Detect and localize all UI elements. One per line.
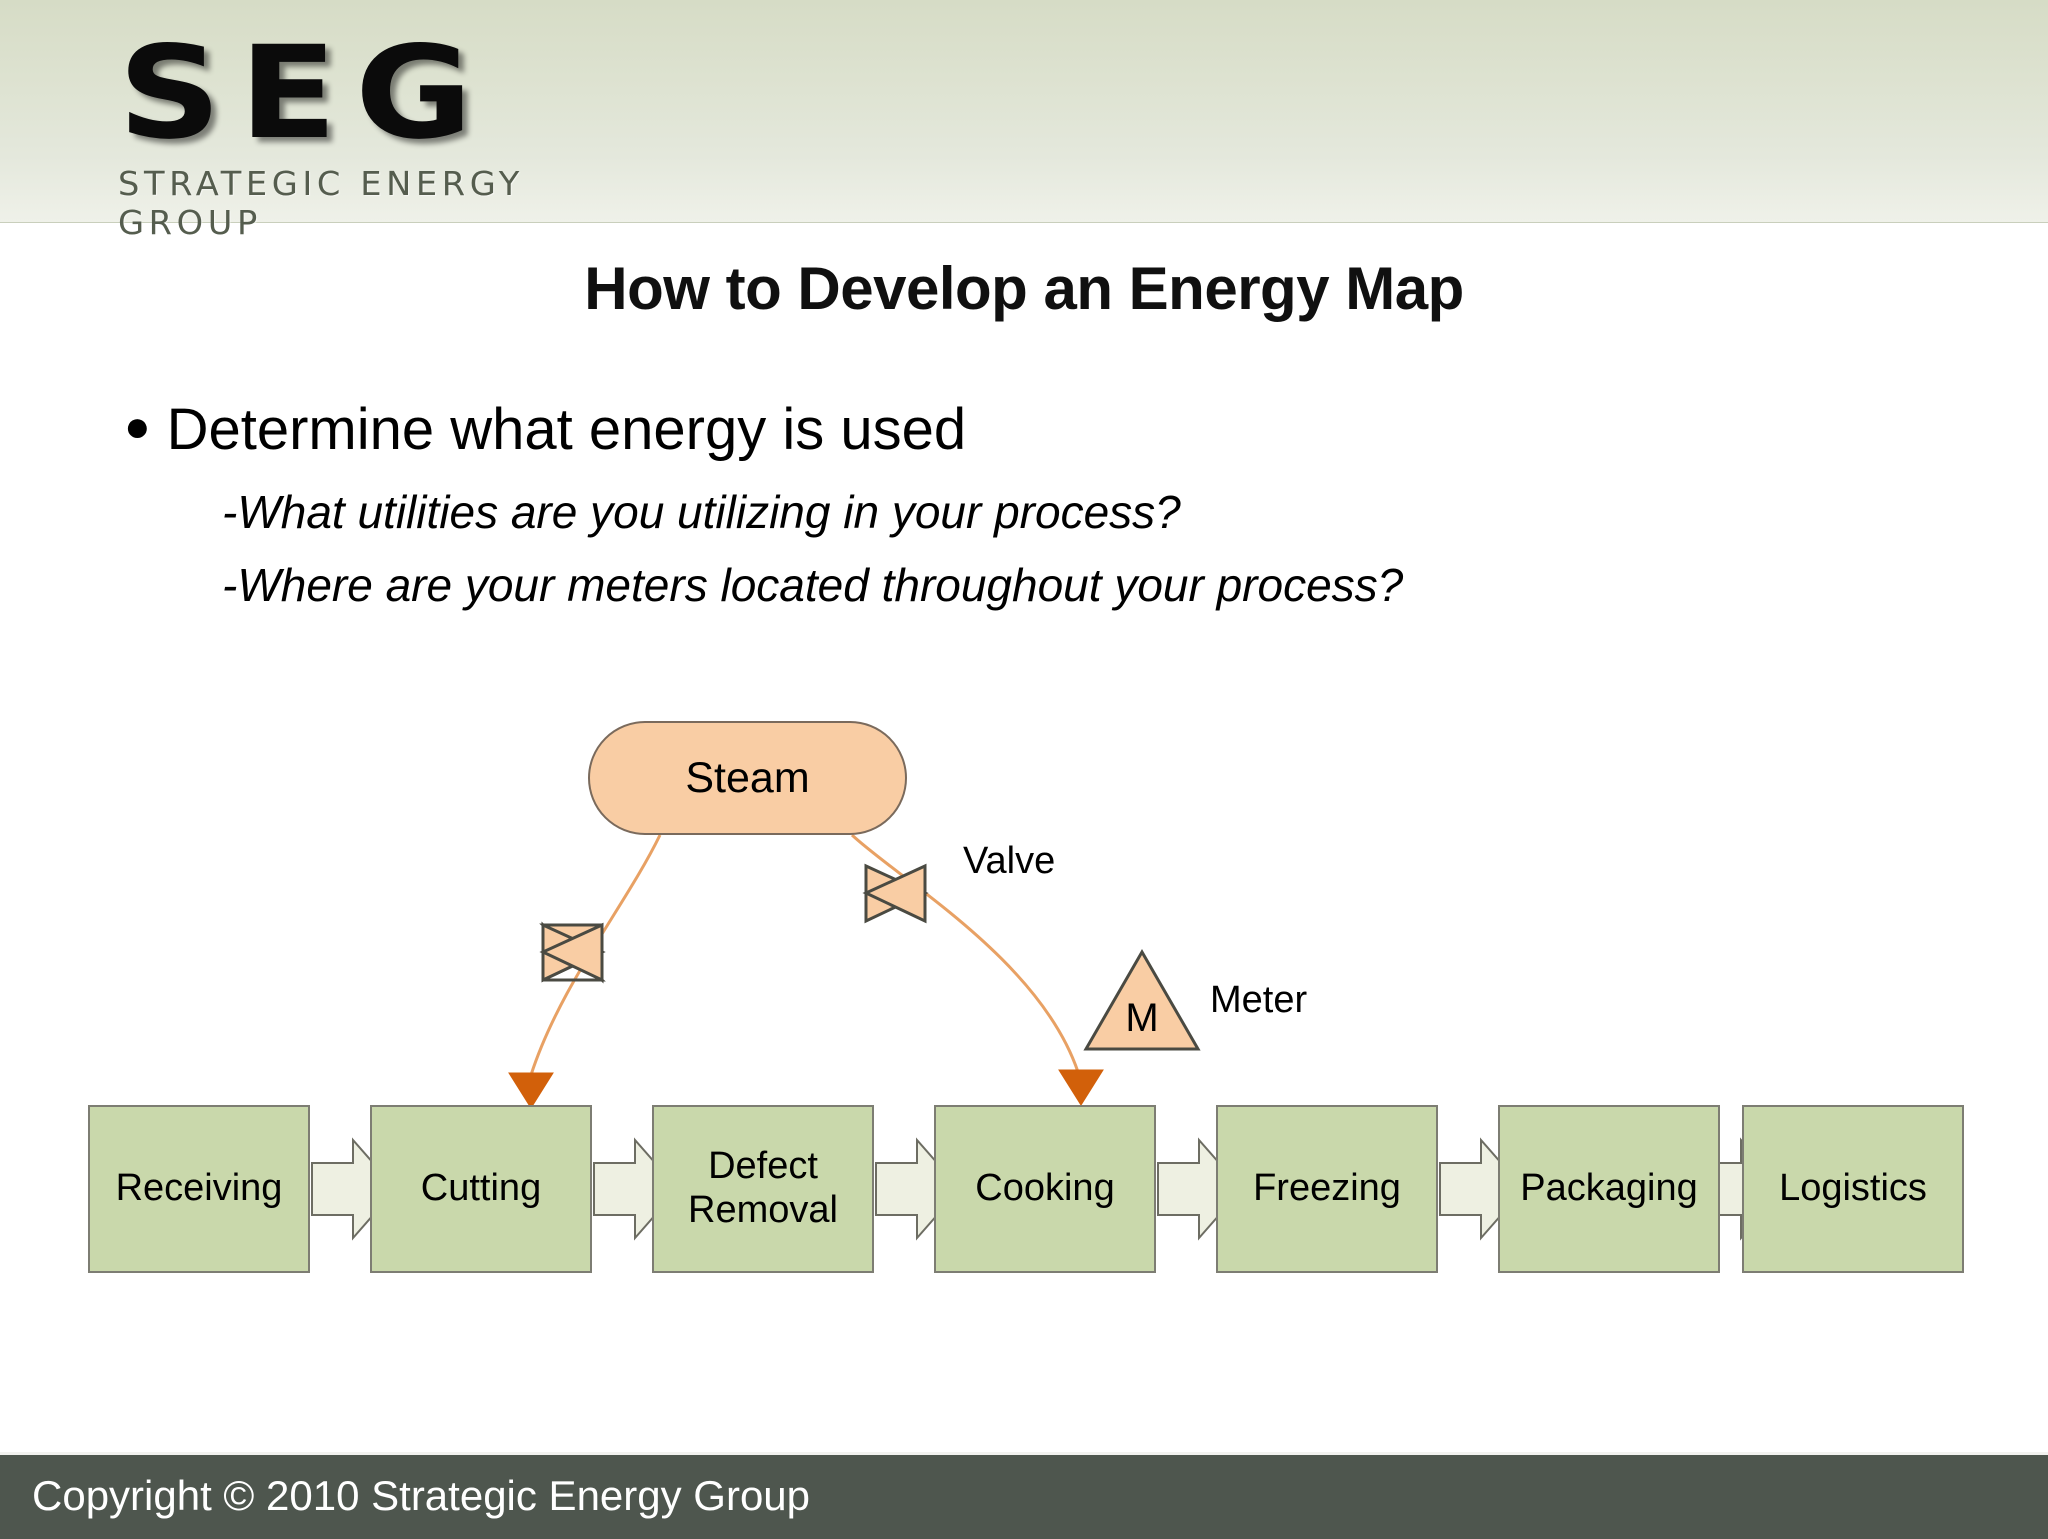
process-box-label: Logistics bbox=[1779, 1167, 1927, 1211]
page-title: How to Develop an Energy Map bbox=[0, 254, 2048, 323]
process-box-cutting[interactable]: Cutting bbox=[370, 1105, 592, 1273]
process-box-label: Receiving bbox=[116, 1167, 283, 1211]
seg-logo: SEG STRATEGIC ENERGY GROUP bbox=[118, 14, 658, 214]
process-box-cooking[interactable]: Cooking bbox=[934, 1105, 1156, 1273]
footer-band: Copyright © 2010 Strategic Energy Group bbox=[0, 1452, 2048, 1539]
connector-steam-to-cutting bbox=[531, 835, 660, 1075]
valve-icon-right bbox=[866, 866, 925, 921]
steam-node-label: Steam bbox=[590, 723, 905, 833]
arrowhead-cooking bbox=[1059, 1070, 1103, 1105]
process-box-receiving[interactable]: Receiving bbox=[88, 1105, 310, 1273]
process-box-label-line2: Removal bbox=[688, 1189, 838, 1233]
valve-icon-left bbox=[543, 925, 602, 980]
logo-wordmark: SEG bbox=[118, 14, 723, 158]
logo-tagline: STRATEGIC ENERGY GROUP bbox=[118, 158, 669, 242]
process-box-label: Freezing bbox=[1253, 1167, 1401, 1211]
bullet-item-primary: ● Determine what energy is used bbox=[124, 396, 966, 463]
header-band: SEG STRATEGIC ENERGY GROUP bbox=[0, 0, 2048, 223]
process-box-logistics[interactable]: Logistics bbox=[1742, 1105, 1964, 1273]
process-box-defect-removal[interactable]: Defect Removal bbox=[652, 1105, 874, 1273]
steam-node[interactable]: Steam bbox=[588, 721, 907, 835]
bullet-primary-text: Determine what energy is used bbox=[167, 397, 967, 462]
meter-node[interactable]: M bbox=[1086, 952, 1198, 1049]
meter-symbol-label: M bbox=[1086, 996, 1198, 1041]
process-box-label: Defect bbox=[708, 1145, 818, 1189]
process-box-freezing[interactable]: Freezing bbox=[1216, 1105, 1438, 1273]
valve-label: Valve bbox=[963, 840, 1055, 883]
process-box-label: Packaging bbox=[1520, 1167, 1697, 1211]
copyright-text: Copyright © 2010 Strategic Energy Group bbox=[32, 1472, 810, 1520]
bullet-item-sub-1: -What utilities are you utilizing in you… bbox=[222, 485, 1181, 539]
process-box-label: Cutting bbox=[421, 1167, 541, 1211]
bullet-item-sub-2: -Where are your meters located throughou… bbox=[222, 558, 1403, 612]
process-box-packaging[interactable]: Packaging bbox=[1498, 1105, 1720, 1273]
process-box-label: Cooking bbox=[975, 1167, 1114, 1211]
bullet-dot-icon: ● bbox=[124, 402, 151, 451]
meter-label: Meter bbox=[1210, 979, 1307, 1022]
process-chain: Receiving Cutting Defect Removal Cooking… bbox=[88, 1105, 1964, 1273]
arrowhead-cutting bbox=[509, 1073, 553, 1108]
